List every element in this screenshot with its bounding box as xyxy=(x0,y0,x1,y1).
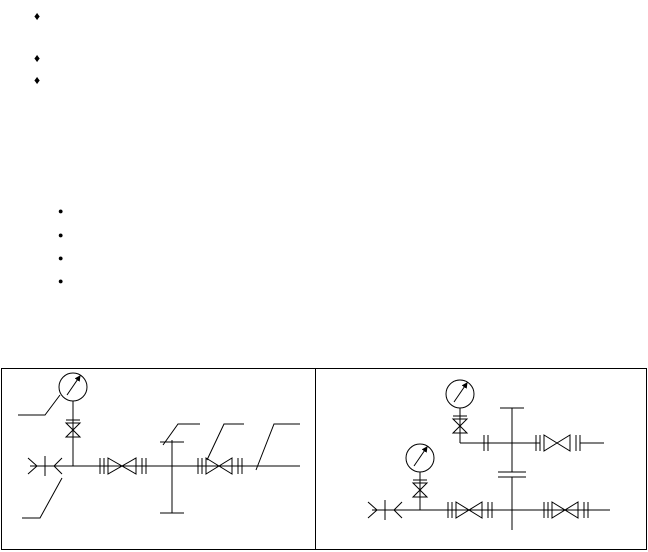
right-panel xyxy=(367,379,610,530)
flange-icon xyxy=(583,502,589,518)
gate-valve-icon xyxy=(551,501,579,519)
gate-valve-icon xyxy=(107,457,137,475)
needle-valve-icon xyxy=(411,479,429,498)
left-panel xyxy=(18,372,300,519)
flange-icon xyxy=(498,471,526,478)
flange-icon xyxy=(543,502,549,518)
diamond-bullet-2: ♦ xyxy=(34,51,41,65)
dot-bullet-1: ● xyxy=(58,206,64,216)
pressure-gauge-icon xyxy=(405,443,435,473)
pressure-gauge-icon xyxy=(58,372,88,402)
inlet-connector-icon xyxy=(27,456,63,476)
dot-bullet-3: ● xyxy=(58,253,64,263)
flange-icon xyxy=(487,502,493,518)
flange-icon xyxy=(197,458,203,474)
pressure-gauge-icon xyxy=(445,379,475,409)
diamond-bullet-1: ♦ xyxy=(34,9,41,23)
diamond-bullet-3: ♦ xyxy=(34,73,41,87)
flange-icon xyxy=(237,458,243,474)
needle-valve-icon xyxy=(64,419,82,438)
gate-valve-icon xyxy=(205,457,233,475)
dot-bullet-2: ● xyxy=(58,230,64,240)
inlet-connector-icon xyxy=(367,500,403,520)
flange-icon xyxy=(141,458,147,474)
gate-valve-icon xyxy=(543,434,571,452)
flange-icon xyxy=(447,502,453,518)
pipe-tee-icon xyxy=(160,440,184,514)
leader-line xyxy=(18,394,61,416)
flange-icon xyxy=(575,435,581,451)
flange-icon xyxy=(535,435,541,451)
flange-icon xyxy=(99,458,105,474)
needle-valve-icon xyxy=(451,415,469,434)
dot-bullet-4: ● xyxy=(58,276,64,286)
figure-frame xyxy=(1,368,647,550)
gate-valve-icon xyxy=(455,501,483,519)
